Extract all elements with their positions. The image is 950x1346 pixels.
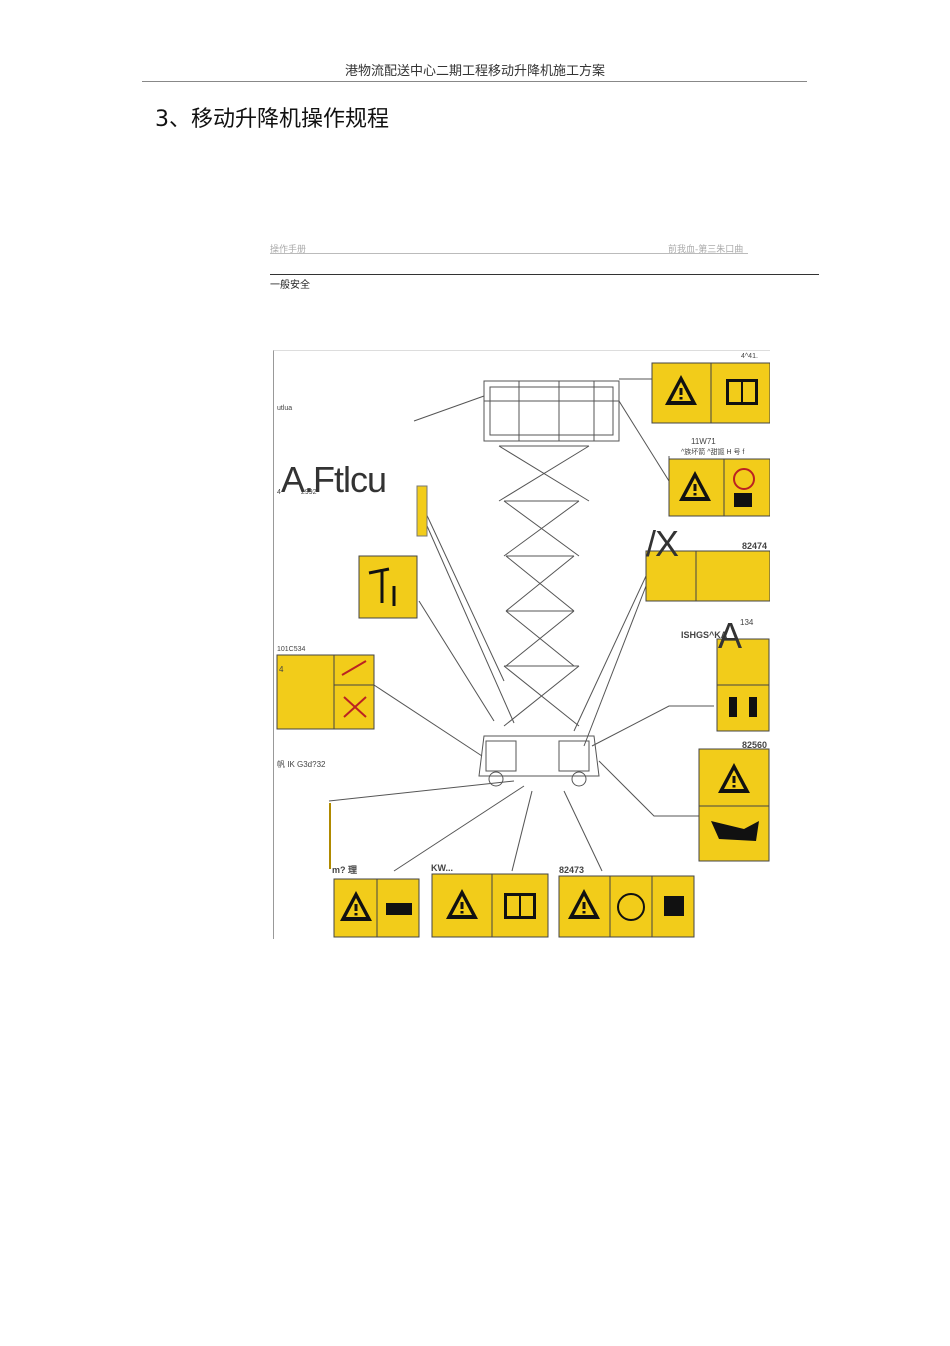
label-small-left-code: 2992 [301,489,317,496]
decal-101c534 [276,654,375,730]
decal-crane [358,555,418,619]
decal-82474 [645,550,770,602]
label-big-left: A.Ftlcu [281,459,387,500]
manual-book-icon [504,893,536,919]
manual-header-left: 操作手册 [270,245,307,255]
label-82560: 82560 [742,740,768,750]
decal-small-left-strip [416,485,428,537]
label-11w71: 11W71 [691,437,716,446]
decal-bottom-2 [431,873,549,938]
decal-location-figure: 4^41. utlua 11W71 ^族坏箭 ^甜謳 H 号 f A.Ftlcu… [273,350,770,939]
manual-section-title: 一般安全 [270,280,310,291]
scissor-lift-diagram [276,362,770,938]
label-82474: 82474 [742,541,768,551]
decal-82473 [558,875,695,938]
operator-icon [617,893,645,921]
decal-bottom-1 [333,878,420,938]
label-ishgs: ISHGS^KA [681,630,728,640]
label-top-right: 4^41. [741,353,758,360]
scissor-lift-outline [478,380,620,787]
label-big-a: A [718,615,742,656]
prohibition-icon [341,660,367,718]
label-m: m? 理 [332,865,358,875]
label-11w71-row: ^族坏箭 ^甜謳 H 号 f [681,449,745,456]
manual-header-divider [270,253,748,254]
section-heading: 3、移动升降机操作规程 [155,107,389,132]
prohibition-icon [733,468,755,490]
decal-134 [716,638,770,732]
header-divider [142,81,807,82]
manual-section-divider [270,274,819,275]
label-big-x: /X [646,523,679,564]
header-title: 港物流配送中心二期工程移动升降机施工方案 [344,64,605,79]
decal-11w71 [668,458,770,517]
label-4: 4 [279,665,284,674]
label-small-left: 4 [277,489,281,496]
crane-icon [368,567,396,606]
manual-icon [664,896,684,916]
crush-hazard-icon [711,821,759,841]
leader-lines [328,378,714,872]
label-82473: 82473 [559,865,585,875]
decal-82560 [698,748,770,862]
label-ik: 帆 IK G3d?32 [277,760,326,769]
label-134: 134 [740,618,754,627]
decal-left-bar [329,803,331,869]
label-utlua: utlua [277,405,293,412]
manual-book-icon [726,379,758,405]
label-kw: KW... [431,863,453,873]
machine-icon [386,903,412,915]
decal-top-right [651,362,770,424]
label-101c534: 101C534 [277,646,306,653]
manual-header-right: 前我血-第三朱口曲 [668,245,744,255]
